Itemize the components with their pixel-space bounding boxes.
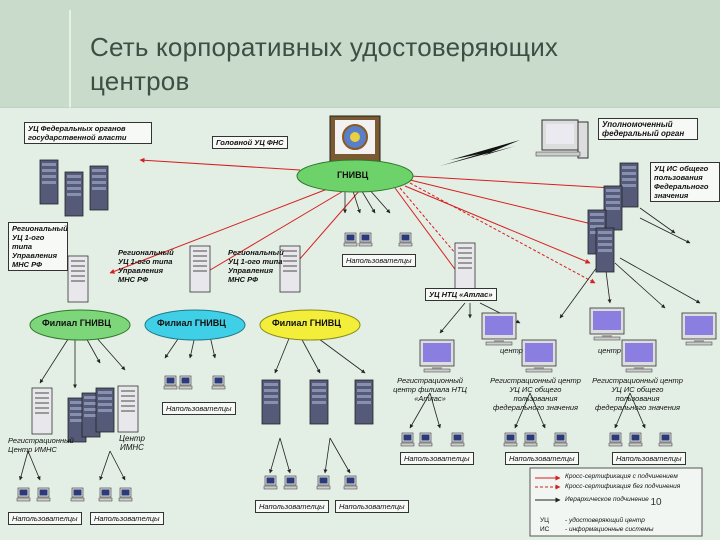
- federal-servers: [39, 159, 109, 217]
- users-label-7: Напользователцы: [400, 452, 474, 465]
- users-label-6: Напользователцы: [335, 500, 409, 513]
- legend-abbr-2-value: - информационные системы: [565, 526, 654, 533]
- legend-abbr-1-value: - удостоверяющий центр: [565, 517, 645, 524]
- users-label-1: Напользователцы: [342, 254, 416, 267]
- users-label-8: Напользователцы: [505, 452, 579, 465]
- center-label-2: центр: [598, 346, 621, 355]
- network-diagram: УЦ Федеральных органов государственной в…: [0, 108, 720, 540]
- regional-ca-label-1: Региональный УЦ 1-ого типа Управления МН…: [8, 222, 68, 271]
- legend-line-2: Кросс-сертификация без подчинения: [565, 483, 681, 490]
- authorized-body-pc: [535, 119, 589, 159]
- legend-line-1: Кросс-сертификация с подчинением: [565, 473, 678, 480]
- users-label-4: Напользователцы: [90, 512, 164, 525]
- head-ca-label: Головной УЦ ФНС: [212, 136, 288, 149]
- users-label-3: Напользователцы: [8, 512, 82, 525]
- branch-ellipse-2: [144, 309, 246, 341]
- center-imns-label: Центр ИМНС: [119, 434, 145, 452]
- center-label-1: центр: [500, 346, 523, 355]
- users-label-2: Напользователцы: [162, 402, 236, 415]
- gnivc-ellipse: [296, 159, 414, 193]
- diagram-graphics: [16, 115, 717, 537]
- branch-label-2: Филиал ГНИВЦ: [157, 318, 226, 328]
- ntc-ca-label: УЦ НТЦ «Атлас»: [425, 288, 497, 301]
- branch-label-3: Филиал ГНИВЦ: [272, 318, 341, 328]
- reg-center-public-label-1: Регистрационный центр УЦ ИС общего польз…: [490, 376, 581, 412]
- reg-center-public-label-2: Регистрационный центр УЦ ИС общего польз…: [592, 376, 683, 412]
- federal-bodies-label: УЦ Федеральных органов государственной в…: [24, 122, 152, 144]
- branch-ellipse-3: [259, 309, 361, 341]
- gnivc-label: ГНИВЦ: [337, 170, 369, 180]
- page-number: 10: [650, 497, 662, 508]
- head-ca-emblem: [329, 115, 381, 163]
- authorized-body-label: Уполномоченный федеральный орган: [598, 118, 698, 140]
- users-label-5: Напользователцы: [255, 500, 329, 513]
- public-ca-label: УЦ ИС общего пользования Федерального зн…: [650, 162, 720, 202]
- reg-center-ntc-label: Регистрационный центр филиала НТЦ «Атлас…: [393, 376, 467, 403]
- title-line-2: центров: [90, 66, 190, 96]
- users-label-9: Напользователцы: [612, 452, 686, 465]
- public-ca-servers: [587, 162, 639, 273]
- title-line-1: Сеть корпоративных удостоверяющих: [90, 32, 559, 62]
- registration-monitors: [419, 307, 717, 373]
- branch-ellipse-1: [29, 309, 131, 341]
- legend-abbr-2-key: ИС: [540, 526, 550, 533]
- legend-abbr-1-key: УЦ: [540, 517, 549, 524]
- legend-line-3: Иерархическое подчинение: [565, 496, 649, 503]
- legend-box: [529, 467, 703, 537]
- slide-title: Сеть корпоративных удостоверяющих центро…: [90, 30, 650, 98]
- regional-ca-label-2: Региональный УЦ 1-ого типа Управления МН…: [118, 248, 174, 284]
- regional-ca-label-3: Региональный УЦ 1-ого типа Управления МН…: [228, 248, 284, 284]
- branch-label-1: Филиал ГНИВЦ: [42, 318, 111, 328]
- registration-center-imns-label: Регистрационный Центр ИМНС: [8, 436, 74, 454]
